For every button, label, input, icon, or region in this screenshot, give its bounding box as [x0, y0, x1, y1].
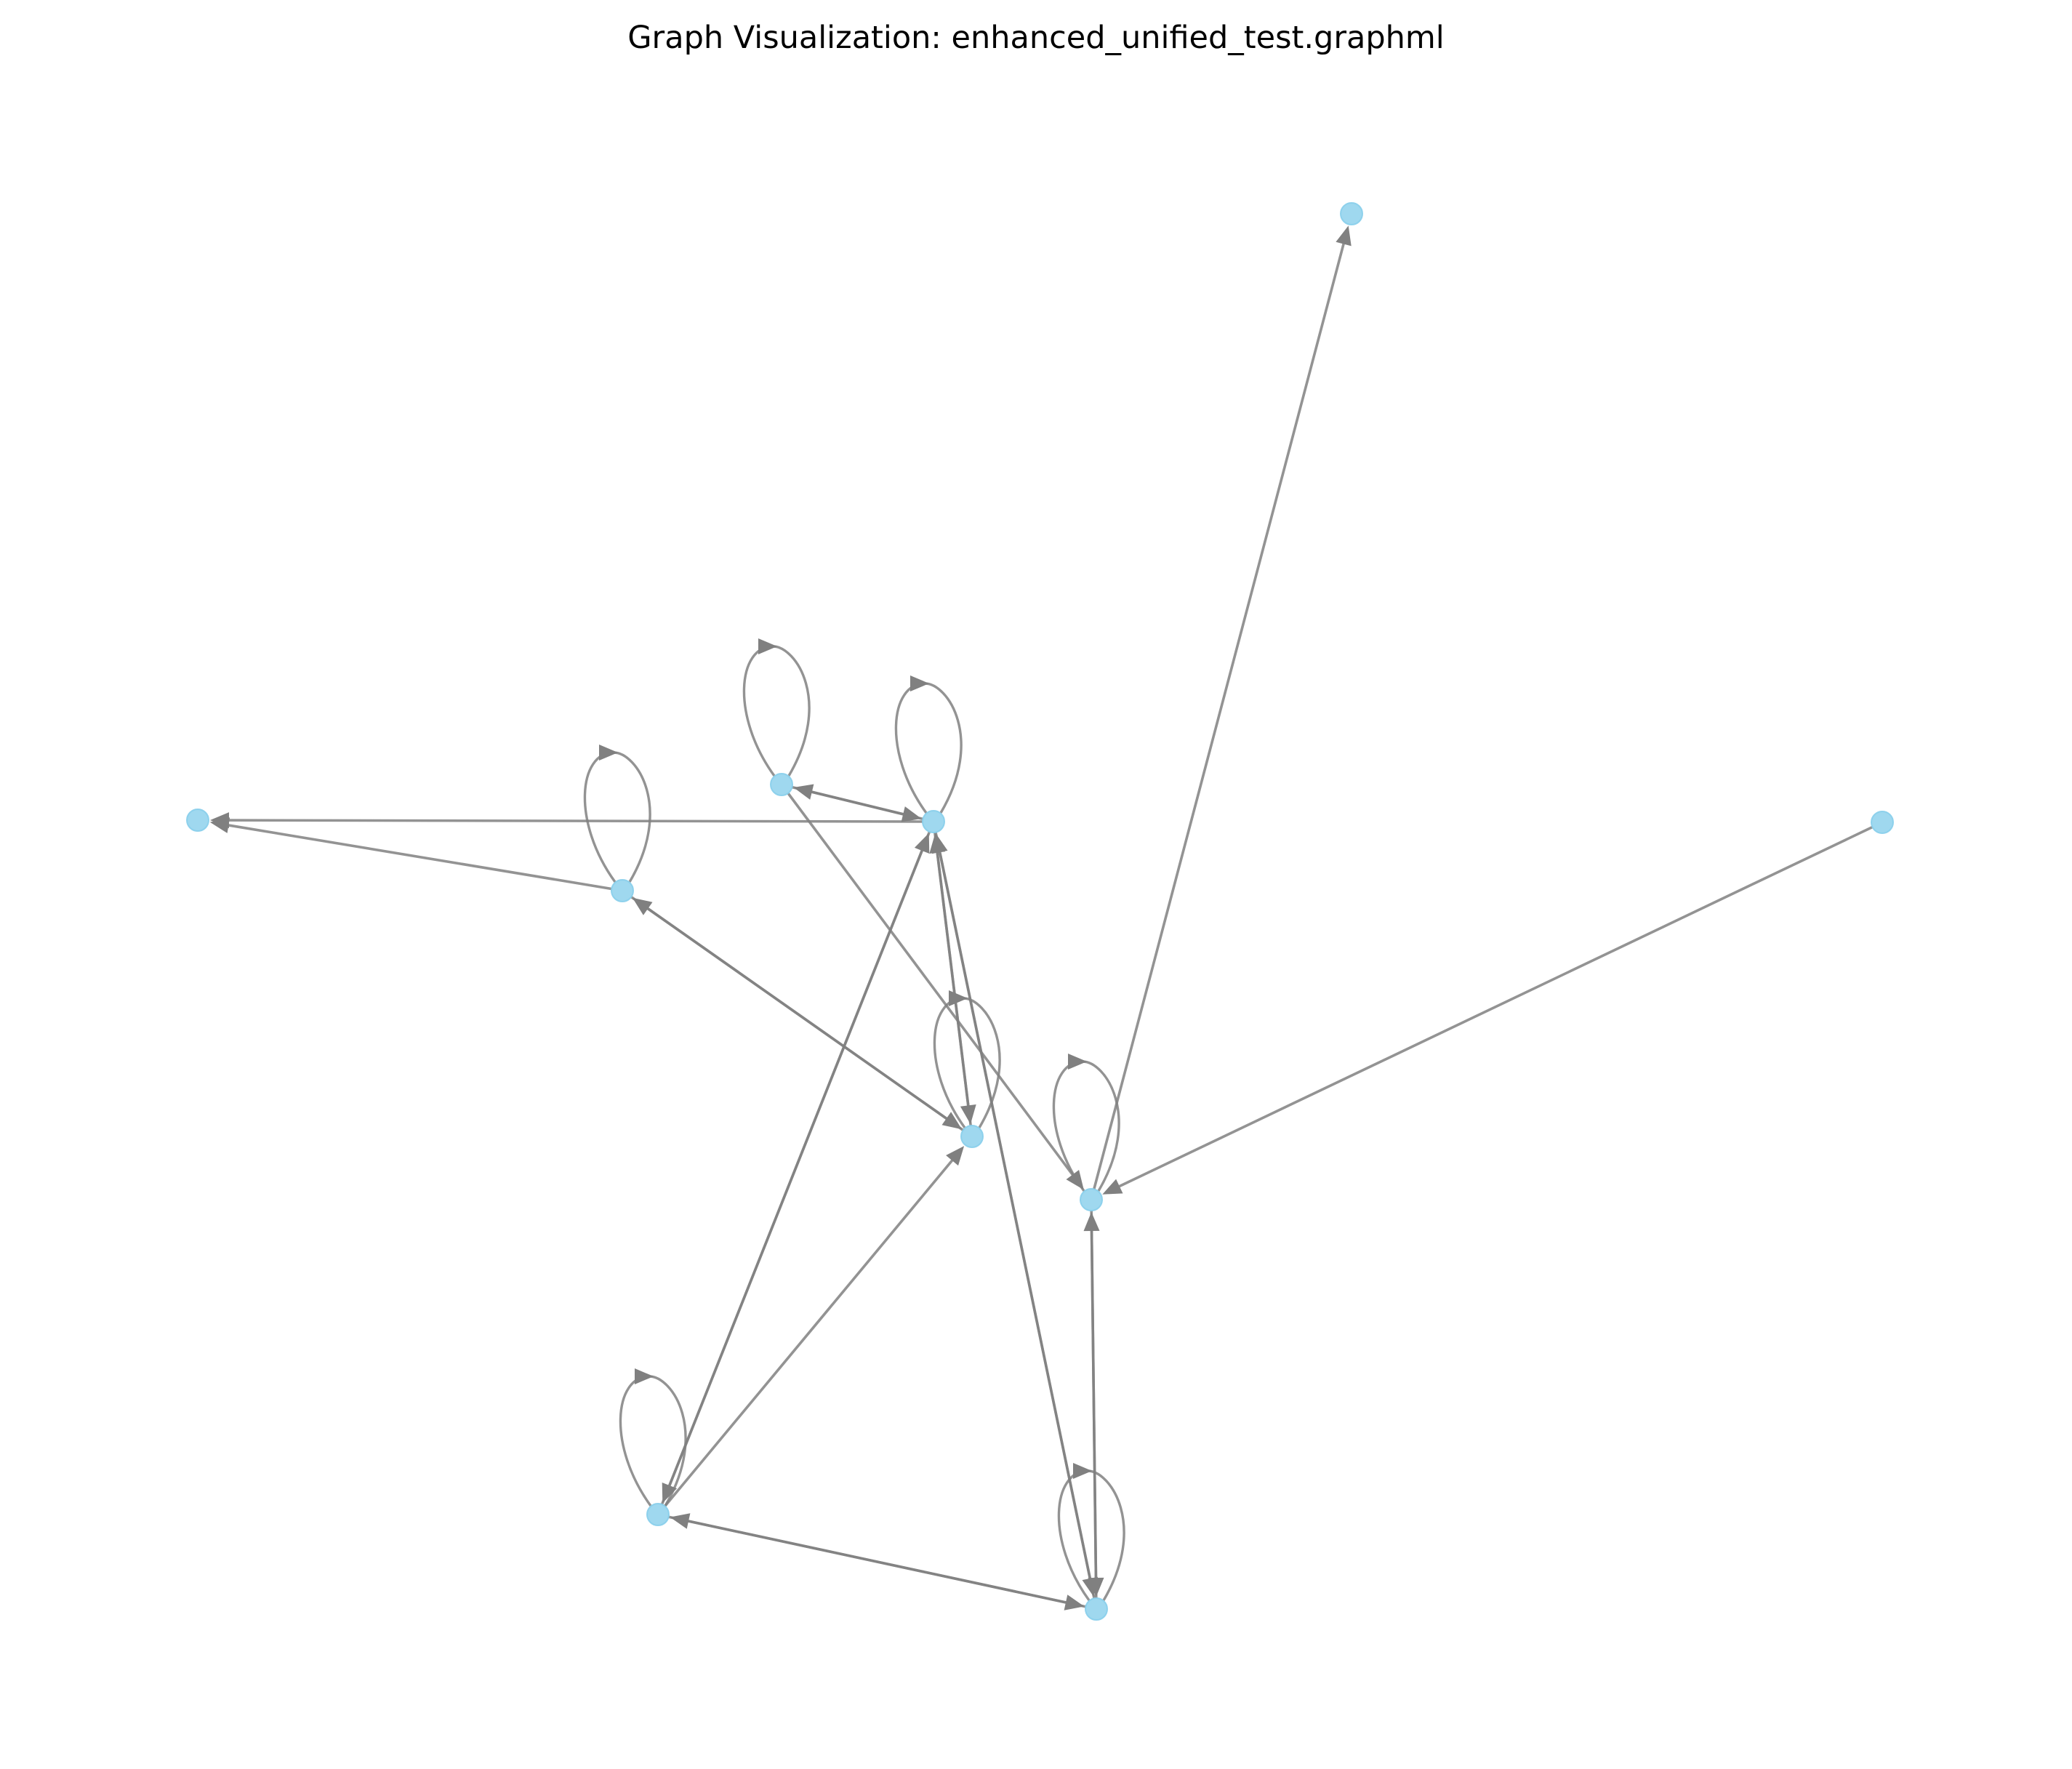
edge-n9-n5 — [664, 1153, 958, 1507]
edge-arrow-n10-n6 — [931, 833, 948, 854]
self-loop-arrow-n6 — [910, 675, 929, 691]
edge-n5-n6 — [935, 845, 972, 1126]
edge-n3-n7 — [787, 792, 1078, 1182]
edge-n10-n6 — [936, 844, 1096, 1599]
graph-node-n1 — [186, 809, 209, 832]
graph-node-n9 — [646, 1503, 670, 1526]
self-loop-arrow-n3 — [758, 638, 777, 654]
edge-n7-n2 — [1093, 236, 1347, 1190]
edge-arrow-n6-n1 — [210, 812, 229, 829]
graph-node-n8 — [1871, 811, 1894, 834]
graph-title: Graph Visualization: enhanced_unified_te… — [627, 20, 1445, 56]
nodes-layer — [186, 202, 1894, 1621]
graph-node-n7 — [1080, 1188, 1103, 1211]
edge-n10-n9 — [680, 1518, 1086, 1608]
edges-layer — [209, 225, 1874, 1610]
edge-n5-n4 — [641, 903, 964, 1131]
graph-node-n2 — [1340, 202, 1363, 225]
edge-n10-n7 — [1090, 1223, 1098, 1599]
self-loop-arrow-n7 — [1068, 1054, 1087, 1070]
self-loop-arrow-n5 — [949, 990, 968, 1006]
edge-arrow-n10-n9 — [670, 1513, 691, 1529]
self-loop-arrow-n4 — [599, 745, 618, 761]
graph-node-n5 — [960, 1125, 984, 1148]
edge-arrow-n5-n4 — [632, 897, 653, 915]
self-loop-arrow-n9 — [635, 1368, 654, 1384]
edge-arrow-n6-n3 — [793, 784, 814, 800]
graph-node-n10 — [1085, 1597, 1108, 1621]
self-loop-arrow-n10 — [1073, 1463, 1092, 1479]
edge-n4-n1 — [220, 822, 612, 891]
edge-arrow-n7-n2 — [1336, 225, 1352, 246]
edge-arrow-n9-n5 — [946, 1146, 965, 1166]
graph-node-n6 — [922, 810, 945, 833]
graph-node-n3 — [770, 773, 793, 796]
edge-n9-n6 — [660, 843, 926, 1505]
edge-n6-n3 — [804, 788, 923, 821]
edge-arrow-n8-n7 — [1102, 1179, 1123, 1195]
edge-n6-n1 — [221, 819, 923, 823]
edge-arrow-n9-n6 — [914, 833, 930, 854]
graph-node-n4 — [611, 879, 634, 902]
edge-arrow-n10-n7 — [1083, 1212, 1100, 1232]
edge-n8-n7 — [1112, 825, 1874, 1191]
